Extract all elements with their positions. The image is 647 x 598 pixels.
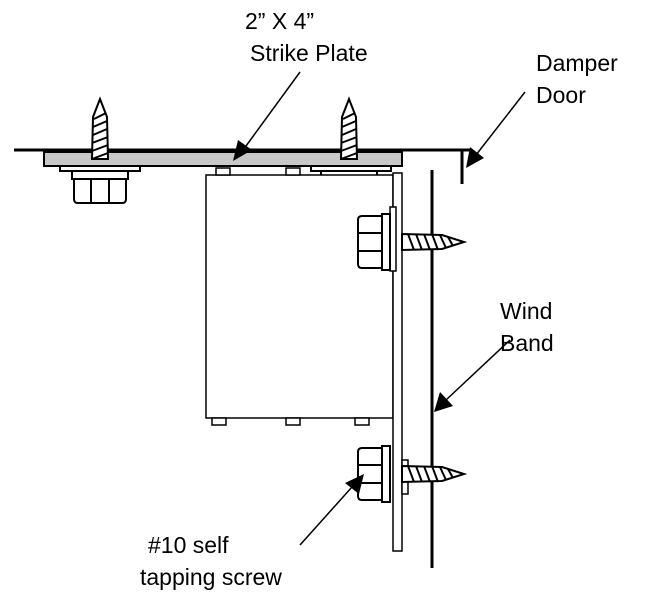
latch-tab [211,417,227,426]
top-screw-left [91,98,109,160]
screw-label-line1: #10 self [148,532,229,558]
strike-plate [43,151,403,167]
leader-damper-door [466,91,526,168]
damper-door-label-line1: Damper [536,50,618,76]
screw-label-line2: tapping screw [140,564,282,590]
top-nut-left [71,170,129,204]
mounting-bracket [392,172,403,552]
side-screw-lower [401,465,465,483]
wind-band-label-line1: Wind [500,298,553,324]
damper-door-label-line2: Door [536,82,586,108]
side-nut-upper [357,213,391,271]
top-screw-right [340,98,358,160]
leader-screw [299,474,364,546]
strike-plate-size-label: 2” X 4” [245,8,315,34]
strike-plate-label: Strike Plate [250,40,368,66]
latch-body [205,174,394,419]
side-nut-lower [357,445,391,503]
latch-tab [285,417,301,426]
leader-strike-plate [233,71,301,161]
leader-wind-band [434,339,511,412]
latch-tab [285,167,301,176]
wind-band-label-line2: Band [500,330,554,356]
latch-tab [354,417,370,426]
latch-tab [215,167,231,176]
side-screw-upper [401,233,465,251]
